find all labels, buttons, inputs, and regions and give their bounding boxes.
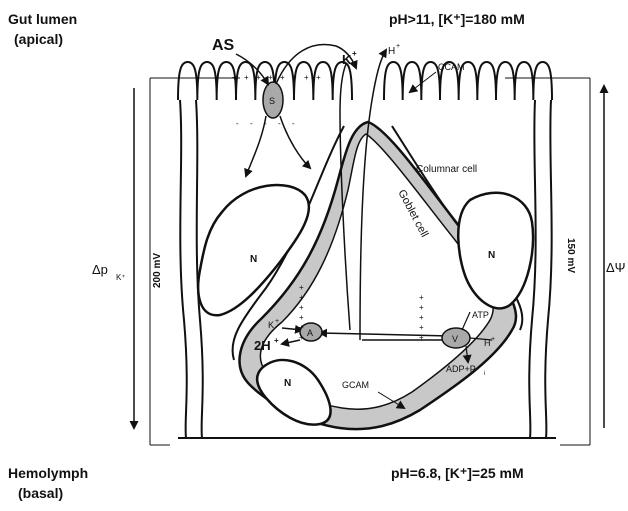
gcam-label: GCAM: [342, 380, 369, 390]
charge-mark: +: [419, 333, 424, 342]
delta-psi-label: ΔΨ: [606, 260, 626, 275]
symporter-letter: S: [269, 96, 275, 106]
v-atpase-letter: V: [452, 334, 458, 344]
charge-mark: +: [316, 73, 321, 82]
ccam-label: CCAM: [438, 62, 465, 72]
charge-mark: -: [292, 119, 295, 128]
hemolymph-label: Hemolymph: [8, 465, 88, 481]
charge-mark: +: [299, 313, 304, 322]
apical-h-charge: +: [396, 43, 400, 50]
charge-mark: +: [256, 73, 261, 82]
hemolymph-conditions-label: pH=6.8, [K⁺]=25 mM: [391, 465, 524, 481]
charge-mark: +: [280, 73, 285, 82]
right-mv-label: 150 mV: [565, 238, 576, 273]
delta-pk-subscript: K⁺: [116, 273, 126, 282]
charge-mark: +: [299, 283, 304, 292]
apical-label: (apical): [14, 31, 63, 47]
adp-label: ADP+P: [446, 364, 476, 374]
antiporter-letter: A: [307, 328, 313, 338]
charge-mark: -: [250, 119, 253, 128]
apical-k-ion: K: [342, 52, 352, 67]
as-label: AS: [212, 37, 235, 54]
nucleus-lower-label: N: [284, 378, 291, 389]
charge-mark: -: [278, 119, 281, 128]
gut-lumen-label: Gut lumen: [8, 11, 77, 27]
charge-mark: -: [264, 119, 267, 128]
columnar-cell-label: Columnar cell: [416, 164, 477, 175]
h-out-ion: H: [484, 338, 491, 348]
left-mv-label: 200 mV: [152, 253, 163, 288]
basal-label: (basal): [18, 485, 63, 501]
nucleus-right-label: N: [488, 250, 495, 261]
charge-mark: +: [419, 323, 424, 332]
charge-mark: +: [244, 73, 249, 82]
charge-mark: +: [299, 323, 304, 332]
charge-mark: +: [268, 73, 273, 82]
apical-h-ion: H: [388, 46, 395, 57]
charge-mark: +: [299, 333, 304, 342]
two-h-label: 2H: [254, 338, 271, 353]
charge-mark: +: [292, 73, 297, 82]
nucleus-left-label: N: [250, 254, 257, 265]
apical-k-charge: +: [352, 49, 357, 58]
lumen-conditions-label: pH>11, [K⁺]=180 mM: [389, 11, 525, 27]
charge-mark: +: [299, 293, 304, 302]
atp-label: ATP: [472, 310, 489, 320]
k-in-charge: +: [275, 318, 279, 325]
charge-mark: -: [236, 119, 239, 128]
two-h-charge: +: [274, 336, 279, 345]
charge-mark: +: [419, 293, 424, 302]
charge-mark: +: [232, 73, 237, 82]
delta-pk-label: Δp: [92, 262, 108, 277]
h-out-charge: +: [491, 336, 495, 343]
k-in-ion: K: [268, 320, 274, 330]
charge-mark: +: [304, 73, 309, 82]
charge-mark: +: [299, 303, 304, 312]
charge-mark: +: [419, 313, 424, 322]
adp-subscript: i: [484, 371, 485, 377]
charge-mark: +: [419, 303, 424, 312]
